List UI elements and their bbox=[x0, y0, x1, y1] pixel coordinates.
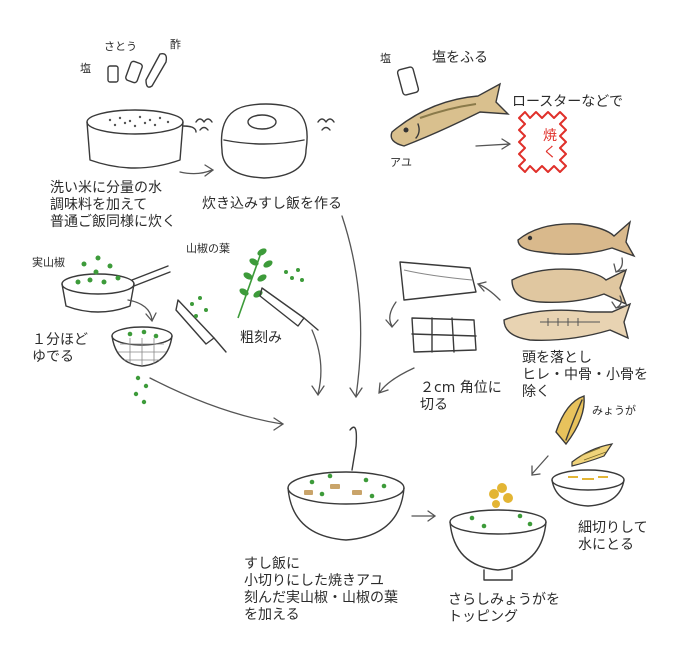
myoga-illustration bbox=[555, 395, 585, 446]
sugar-label: さとう bbox=[104, 40, 137, 53]
topping-text: さらしみょうがを トッピング bbox=[448, 592, 560, 625]
fish-filleted bbox=[503, 302, 632, 341]
roaster-text: ロースターなどで bbox=[512, 94, 624, 110]
salt-label-2: 塩 bbox=[380, 52, 391, 65]
myoga-julienne bbox=[571, 443, 614, 467]
serving-bowl-illustration bbox=[449, 483, 547, 581]
arrow-fish-to-grill bbox=[475, 138, 512, 150]
rice-cooker-illustration bbox=[195, 103, 335, 179]
strainer-illustration bbox=[111, 326, 173, 405]
cut-text: ２cm 角位に 切る bbox=[420, 380, 502, 413]
fish-headless bbox=[511, 268, 628, 306]
step-rice-text: 洗い米に分量の水 調味料を加えて 普通ご飯同様に炊く bbox=[50, 180, 176, 230]
arrow-fish-to-fillet bbox=[476, 281, 501, 301]
fish-prep-text: 頭を落とし ヒレ・中骨・小骨を 除く bbox=[522, 350, 648, 400]
sansho-leaf-illustration bbox=[237, 248, 273, 319]
vinegar-label: 酢 bbox=[170, 38, 181, 51]
knife-left bbox=[175, 296, 227, 353]
water-bowl bbox=[551, 469, 625, 507]
sansho-leaf-label: 山椒の葉 bbox=[186, 242, 230, 255]
myoga-label: みょうが bbox=[592, 404, 636, 417]
julienne-text: 細切りして 水にとる bbox=[578, 520, 648, 553]
mix-text: すし飯に 小切りにした焼きアユ 刻んだ実山椒・山椒の葉 を加える bbox=[244, 556, 398, 623]
knife-right bbox=[259, 268, 319, 331]
sansho-pot-illustration bbox=[61, 255, 171, 313]
fillet-cubes bbox=[411, 317, 477, 353]
arrow-fish-step1 bbox=[613, 257, 625, 273]
arrow-sansho-to-bowl bbox=[149, 377, 285, 431]
fish-whole bbox=[517, 220, 636, 258]
arrow-fish-step2 bbox=[611, 295, 625, 309]
boil-text: １分ほど ゆでる bbox=[32, 332, 88, 365]
step-cook-text: 炊き込みすし飯を作る bbox=[202, 196, 342, 212]
arrow-rice-to-cooker bbox=[179, 164, 215, 177]
arrow-fillet-to-cubes bbox=[385, 301, 399, 328]
ayu-label: アユ bbox=[390, 156, 412, 169]
fillet-slab-top bbox=[399, 261, 477, 301]
seasoning-containers bbox=[107, 52, 168, 88]
arrow-cooker-to-bowl bbox=[341, 215, 363, 399]
arrow-pot-to-strainer bbox=[127, 299, 157, 323]
grill-burst bbox=[518, 111, 567, 173]
arrow-myoga-to-bowl bbox=[531, 455, 549, 476]
salt-shaker-2 bbox=[396, 66, 420, 96]
salt-label-1: 塩 bbox=[80, 62, 91, 75]
mixing-bowl-illustration bbox=[287, 426, 405, 541]
mi-sansho-label: 実山椒 bbox=[32, 256, 65, 269]
rice-pot-illustration bbox=[86, 109, 197, 169]
chop-text: 粗刻み bbox=[240, 330, 282, 346]
arrow-leaf-to-bowl bbox=[311, 329, 325, 397]
ayu-fish-illustration bbox=[390, 82, 510, 147]
salt-fish-text: 塩をふる bbox=[432, 50, 488, 66]
arrow-mix-to-serve bbox=[411, 510, 437, 522]
grill-text: 焼 く bbox=[543, 128, 557, 161]
arrow-cubes-to-bowl bbox=[378, 367, 415, 394]
